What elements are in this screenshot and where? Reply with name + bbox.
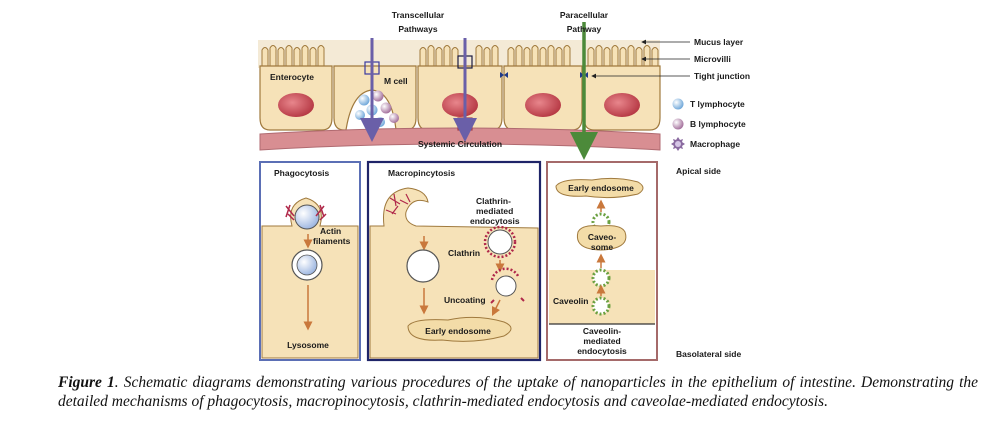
particle bbox=[296, 254, 318, 276]
nucleus bbox=[604, 93, 640, 117]
nucleus bbox=[278, 93, 314, 117]
figure-caption-text: . Schematic diagrams demonstrating vario… bbox=[58, 374, 978, 410]
actin-label: Actin bbox=[320, 226, 341, 236]
figure-caption: Figure 1. Schematic diagrams demonstrati… bbox=[58, 373, 978, 411]
b-lymphocyte-icon bbox=[672, 118, 684, 130]
t-lymphocyte bbox=[355, 110, 365, 120]
uncoating-label: Uncoating bbox=[444, 295, 486, 305]
early-endosome bbox=[555, 177, 644, 199]
epithelium-top: Transcellular Pathways Paracellular Path… bbox=[258, 10, 750, 160]
transcellular-label: Pathways bbox=[398, 24, 437, 34]
b-lymphocyte bbox=[372, 90, 384, 102]
panel-macropinocytosis: Macropincytosis Clathrin- mediated endoc… bbox=[366, 160, 542, 362]
b-lymphocyte bbox=[380, 102, 392, 114]
caveosome-label: Caveo- bbox=[588, 232, 617, 242]
m-cell-label: M cell bbox=[384, 76, 408, 86]
actin-label: filaments bbox=[313, 236, 351, 246]
caveolin-mediated-label: Caveolin- bbox=[583, 326, 621, 336]
t-lymphocyte bbox=[375, 117, 385, 127]
nucleus bbox=[525, 93, 561, 117]
macropinosome bbox=[406, 249, 440, 283]
microvilli bbox=[261, 45, 659, 68]
systemic-label: Systemic Circulation bbox=[418, 139, 502, 149]
clathrin-mediated-label: mediated bbox=[476, 206, 513, 216]
paracellular-label: Paracellular bbox=[560, 10, 609, 20]
basolateral-side-label: Basolateral side bbox=[676, 349, 741, 359]
enterocyte-label: Enterocyte bbox=[270, 72, 314, 82]
caveola-vesicle bbox=[591, 268, 611, 288]
nuclei bbox=[278, 93, 640, 117]
figure-caption-label: Figure 1 bbox=[58, 374, 115, 391]
panel-caveolae: Early endosome Caveo- some Caveolin Cave… bbox=[546, 161, 658, 361]
actin-filaments bbox=[385, 193, 411, 215]
panel-phagocytosis: Phagocytosis Actin filaments Lysosome bbox=[259, 161, 361, 361]
mucus-layer-label: Mucus layer bbox=[694, 37, 744, 47]
clathrin-mediated-label: Clathrin- bbox=[476, 196, 511, 206]
lysosome-label: Lysosome bbox=[287, 340, 329, 350]
microvilli-label: Microvilli bbox=[694, 54, 731, 64]
macrophage-icon bbox=[671, 137, 685, 151]
apical-side-label: Apical side bbox=[676, 166, 721, 176]
t-lymphocyte-icon bbox=[672, 98, 684, 110]
uncoating-vesicle bbox=[490, 267, 525, 304]
particle bbox=[294, 204, 320, 230]
transcellular-label: Transcellular bbox=[392, 10, 445, 20]
clathrin-coated-pit bbox=[483, 225, 517, 259]
caveosome-label: some bbox=[591, 242, 613, 252]
paracellular-label: Pathway bbox=[567, 24, 602, 34]
caveosome bbox=[576, 212, 627, 251]
b-lymphocyte bbox=[389, 113, 399, 123]
legend-macrophage: Macrophage bbox=[690, 139, 740, 149]
caveolin-mediated-label: endocytosis bbox=[577, 346, 627, 356]
t-lymphocyte bbox=[358, 94, 370, 106]
tight-junction-label: Tight junction bbox=[694, 71, 750, 81]
early-endosome-label: Early endosome bbox=[568, 183, 634, 193]
actin-filaments bbox=[285, 204, 327, 221]
macropinocytosis-title: Macropincytosis bbox=[388, 168, 455, 178]
caveola-vesicle bbox=[591, 296, 611, 316]
legend: T lymphocyte B lymphocyte Macrophage bbox=[671, 98, 746, 151]
caveolin-label: Caveolin bbox=[553, 296, 588, 306]
uptake-diagram: Transcellular Pathways Paracellular Path… bbox=[258, 10, 750, 362]
phagocytosis-title: Phagocytosis bbox=[274, 168, 330, 178]
clathrin-mediated-label: endocytosis bbox=[470, 216, 520, 226]
early-endosome bbox=[407, 316, 512, 342]
legend-t-lymphocyte: T lymphocyte bbox=[690, 99, 745, 109]
flow-arrow bbox=[491, 299, 501, 317]
clathrin-label: Clathrin bbox=[448, 248, 480, 258]
caveolin-mediated-label: mediated bbox=[583, 336, 620, 346]
early-endosome-label: Early endosome bbox=[425, 326, 491, 336]
legend-b-lymphocyte: B lymphocyte bbox=[690, 119, 746, 129]
nucleus bbox=[442, 93, 478, 117]
